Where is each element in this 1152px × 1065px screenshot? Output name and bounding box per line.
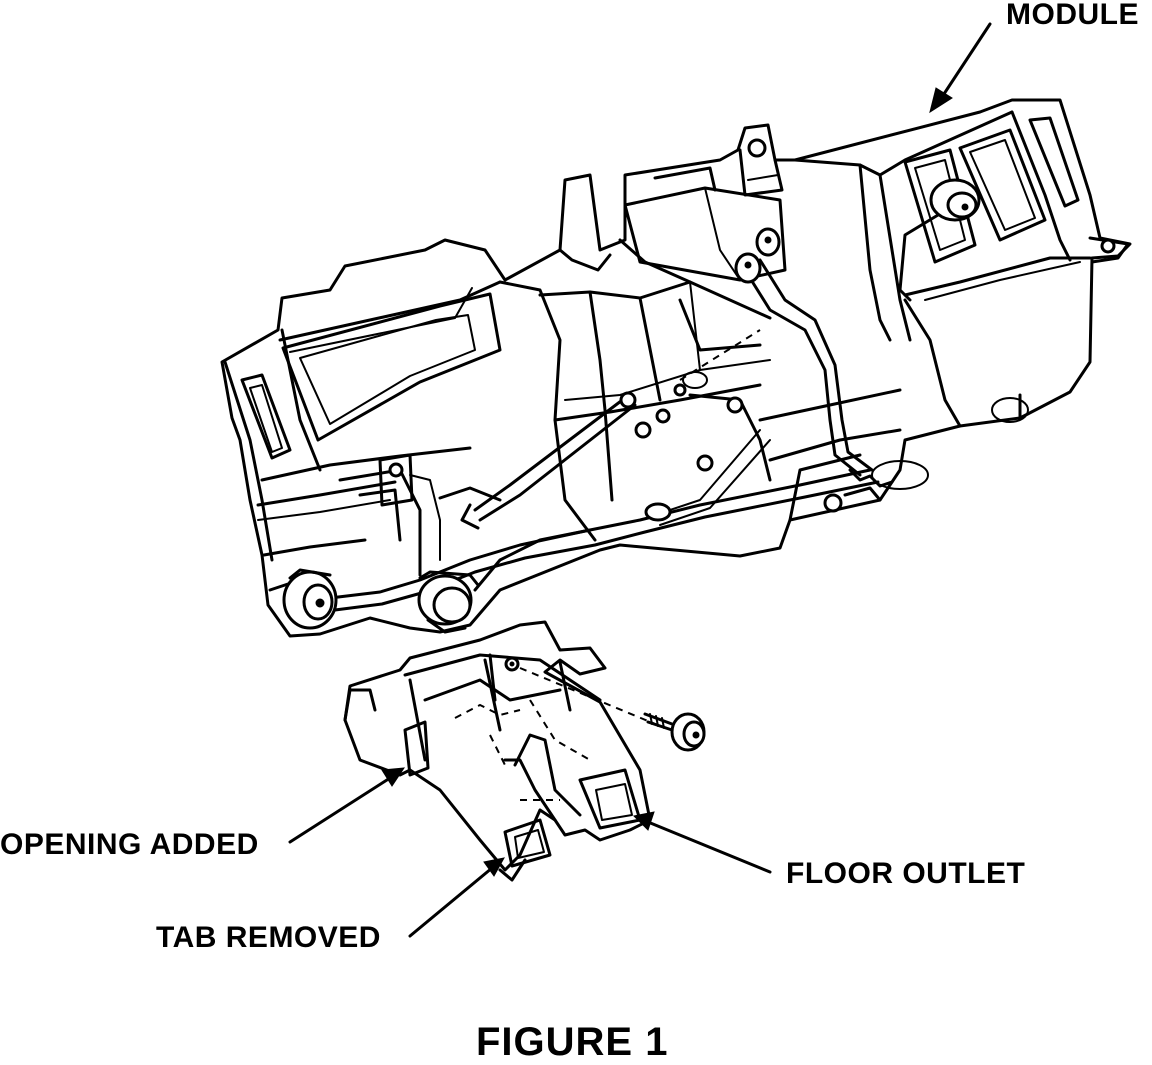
leader-arrows: [288, 22, 992, 938]
figure-caption: FIGURE 1: [476, 1020, 669, 1064]
floor-outlet-label: FLOOR OUTLET: [786, 857, 1026, 890]
module-label: MODULE: [1006, 0, 1139, 31]
screw: [519, 667, 706, 752]
module-housing: [220, 98, 1132, 638]
tab-removed-label: TAB REMOVED: [156, 921, 381, 954]
floor-outlet-duct: [343, 620, 652, 882]
cables: [282, 227, 880, 634]
opening-added-label: OPENING ADDED: [0, 828, 259, 861]
